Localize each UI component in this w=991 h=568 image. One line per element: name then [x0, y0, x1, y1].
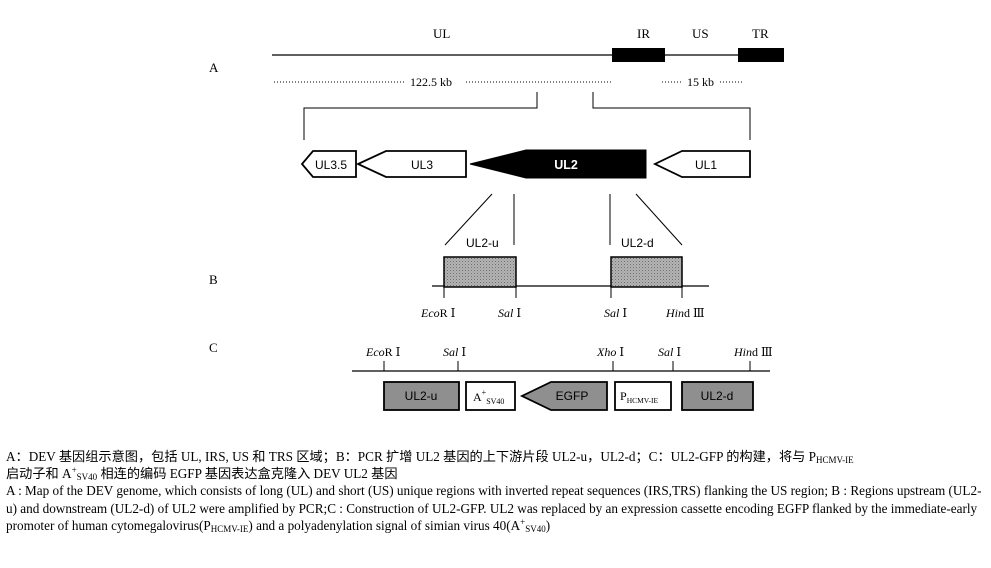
panel-b-pcr: UL2-u UL2-d EcoR Ⅰ Sal Ⅰ Sal Ⅰ Hind Ⅲ	[420, 236, 709, 320]
tr-repeat-block	[738, 48, 784, 62]
genome-diagram: A B C UL IR US TR 122.5 kb 15 kb UL3.5 U…	[209, 26, 784, 411]
us-length-label: 15 kb	[687, 75, 714, 89]
ir-region-label: IR	[637, 26, 650, 41]
fragment-label-upstream: UL2-u	[466, 236, 499, 250]
caption-chinese: A：DEV 基因组示意图，包括 UL, IRS, US 和 TRS 区域；B：P…	[6, 449, 854, 483]
ul-length-label: 122.5 kb	[410, 75, 452, 89]
site-b-sali-2: Sal Ⅰ	[604, 306, 627, 320]
gene-label-ul35: UL3.5	[315, 158, 347, 172]
site-b-ecori: EcoR Ⅰ	[420, 306, 456, 320]
ul-region-label: UL	[433, 26, 450, 41]
cassette-egfp-arrow	[519, 381, 608, 411]
site-b-sali-1: Sal Ⅰ	[498, 306, 521, 320]
tr-region-label: TR	[752, 26, 769, 41]
panel-label-b: B	[209, 272, 218, 287]
cassette-polya-label: A+SV40	[473, 388, 504, 406]
panel-label-c: C	[209, 340, 218, 355]
panel-c-construct: EcoR Ⅰ Sal Ⅰ Xho Ⅰ Sal Ⅰ Hind Ⅲ UL2-u A+…	[352, 345, 773, 411]
gene-label-ul1: UL1	[695, 158, 717, 172]
gene-arrow-ul3	[355, 150, 467, 178]
cassette-promoter-box	[614, 381, 672, 411]
zoom-bracket-right	[592, 92, 751, 140]
ir-repeat-block	[612, 48, 665, 62]
cassette-ul2d-label: UL2-d	[701, 389, 734, 403]
gene-arrow-ul1	[652, 150, 751, 178]
zoom-bracket-left	[303, 92, 538, 140]
cassette-ul2u-label: UL2-u	[405, 389, 438, 403]
gene-label-ul3: UL3	[411, 158, 433, 172]
site-c-ecori: EcoR Ⅰ	[365, 345, 401, 359]
gene-label-ul2: UL2	[554, 158, 578, 172]
expansion-lines	[444, 193, 683, 246]
cassette-egfp-label: EGFP	[556, 389, 589, 403]
site-c-hindiii: Hind Ⅲ	[733, 345, 773, 359]
fragment-box-downstream	[610, 256, 683, 288]
gene-arrow-ul35	[300, 150, 357, 178]
cassette-promoter-label: PHCMV-IE	[620, 389, 658, 405]
cassette-ul2u-box	[383, 381, 460, 411]
fragment-label-downstream: UL2-d	[621, 236, 654, 250]
fragment-box-upstream	[443, 256, 517, 288]
site-c-sali-1: Sal Ⅰ	[443, 345, 466, 359]
us-region-label: US	[692, 26, 709, 41]
gene-arrows: UL3.5 UL3 UL2 UL1	[300, 149, 751, 179]
caption-english: A : Map of the DEV genome, which consist…	[6, 483, 982, 534]
gene-arrow-ul2	[469, 149, 647, 179]
genome-map: UL IR US TR 122.5 kb 15 kb	[272, 26, 784, 140]
site-b-hindiii: Hind Ⅲ	[665, 306, 705, 320]
figure-caption: A：DEV 基因组示意图，包括 UL, IRS, US 和 TRS 区域；B：P…	[6, 448, 988, 534]
site-c-xhoi: Xho Ⅰ	[596, 345, 624, 359]
panel-label-a: A	[209, 60, 219, 75]
site-c-sali-2: Sal Ⅰ	[658, 345, 681, 359]
cassette-polya-box	[465, 381, 516, 411]
cassette-ul2d-box	[681, 381, 754, 411]
